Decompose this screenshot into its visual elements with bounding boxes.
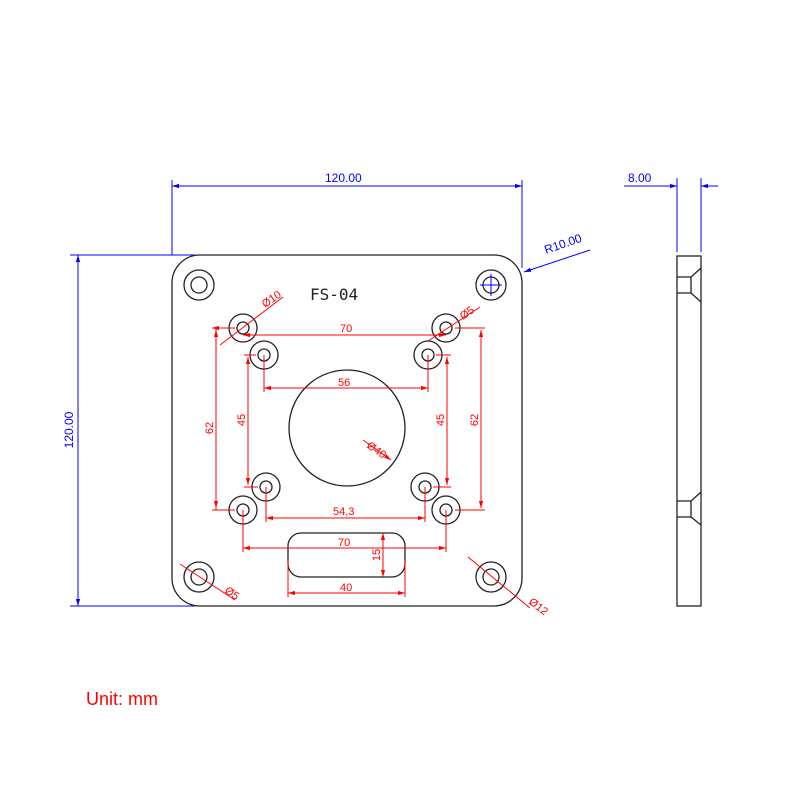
dim-right-inner: 45 bbox=[435, 414, 447, 426]
mount-holes-inner bbox=[249, 340, 443, 502]
dim-inner-bottom: 54,3 bbox=[333, 506, 354, 518]
dim-center-hole: Ø40 bbox=[364, 440, 388, 462]
dim-right-outer: 62 bbox=[469, 414, 481, 426]
red-dimensions: 70 62 62 45 45 56 54,3 70 15 40 Ø40 Ø10 … bbox=[179, 289, 550, 618]
plate-front-view: FS-04 bbox=[171, 254, 523, 607]
corner-holes bbox=[183, 269, 507, 593]
dim-corner-hole-5: Ø5 bbox=[222, 585, 241, 603]
dim-top-spacing: 70 bbox=[340, 323, 352, 335]
unit-note: Unit: mm bbox=[86, 689, 158, 709]
plate-side-view bbox=[676, 255, 702, 607]
part-label: FS-04 bbox=[310, 285, 358, 304]
dim-corner-hole-12: Ø12 bbox=[526, 596, 550, 618]
dim-corner-radius: R10.00 bbox=[542, 231, 583, 257]
dim-hole-10: Ø10 bbox=[260, 289, 284, 311]
dim-thickness: 8.00 bbox=[628, 171, 652, 185]
dim-left-inner: 45 bbox=[236, 414, 248, 426]
dim-bottom-spacing: 70 bbox=[338, 537, 350, 549]
dim-left-outer: 62 bbox=[204, 422, 216, 434]
center-hole bbox=[288, 369, 406, 487]
dim-overall-width: 120.00 bbox=[325, 171, 362, 185]
slot bbox=[287, 532, 406, 578]
dim-slot-width: 40 bbox=[340, 582, 352, 594]
dim-overall-height: 120.00 bbox=[62, 411, 76, 448]
dim-slot-height: 15 bbox=[371, 549, 383, 561]
dim-inner-top: 56 bbox=[338, 377, 350, 389]
plate-outline bbox=[171, 254, 523, 607]
